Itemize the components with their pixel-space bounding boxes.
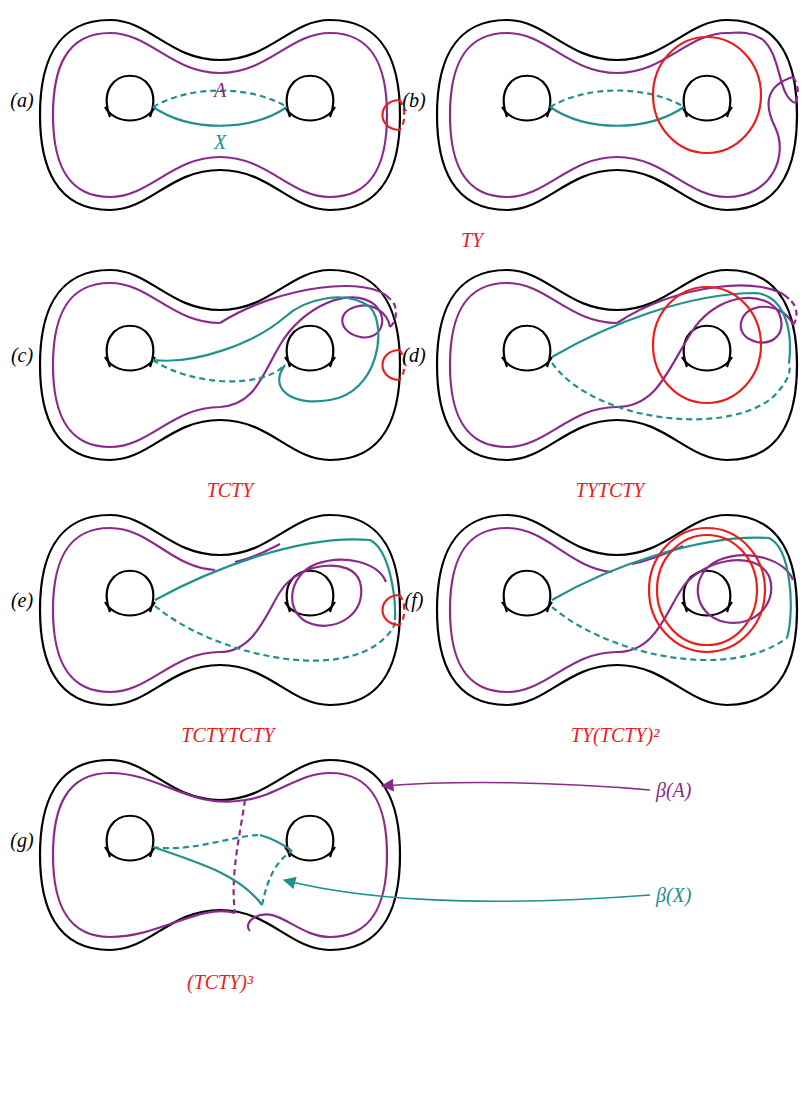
curve-a	[245, 773, 387, 937]
curve-a	[53, 33, 387, 197]
figure-label: (c)	[11, 344, 33, 366]
curve-a-back	[793, 77, 798, 103]
curve-y	[653, 37, 761, 153]
curve-x-back	[262, 851, 292, 905]
curve-a-back	[789, 299, 796, 325]
surface-f	[437, 515, 797, 705]
figure-label: TY	[461, 229, 483, 251]
surface-e	[40, 515, 404, 705]
curve-c	[383, 350, 400, 380]
figure-label: (TCTY)³	[187, 971, 253, 993]
figure-label: (f)	[405, 589, 424, 611]
curve-c	[383, 595, 400, 625]
genus-two-surface	[40, 270, 400, 460]
figure-label: TY(TCTY)²	[571, 724, 659, 746]
figure-label: TCTY	[207, 479, 254, 501]
figure-label: X	[214, 131, 226, 153]
figure-label: TCTYTCTY	[181, 724, 274, 746]
genus-two-surface	[40, 515, 400, 705]
genus-two-surface	[437, 270, 797, 460]
curve-x-back	[155, 606, 395, 661]
curve-x	[552, 293, 790, 363]
figure-label: (e)	[11, 589, 33, 611]
curve-a	[617, 286, 789, 324]
curve-x	[550, 107, 684, 126]
curve-a	[53, 283, 390, 447]
curve-y	[649, 528, 765, 652]
curve-y	[657, 535, 757, 645]
genus-two-surface	[40, 760, 400, 950]
curve-a	[53, 528, 386, 692]
figure-label: (d)	[402, 344, 425, 366]
callout-label: β(A)	[656, 779, 692, 801]
figure-label: (b)	[402, 89, 425, 111]
curve-c-back	[399, 595, 404, 625]
genus-two-surface	[437, 515, 797, 705]
curve-x-back	[550, 91, 684, 108]
curve-a	[450, 283, 793, 447]
curve-a-back	[234, 800, 245, 913]
surface-a	[40, 20, 404, 210]
genus-two-surface	[40, 20, 400, 210]
curve-c	[383, 100, 400, 130]
curve-x	[155, 539, 395, 620]
curve-x	[153, 847, 262, 905]
callout-label: β(X)	[656, 884, 692, 906]
curve-a	[450, 528, 793, 692]
surface-g	[40, 760, 400, 950]
figure-label: (g)	[10, 829, 33, 851]
curve-y	[653, 287, 761, 403]
leader-line	[382, 783, 650, 790]
curve-a	[617, 33, 795, 103]
curve-a	[53, 773, 245, 937]
curve-a	[450, 33, 793, 197]
leader-line	[284, 880, 650, 901]
figure-label: (a)	[10, 89, 33, 111]
figure-label: A	[214, 79, 226, 101]
surface-d	[437, 270, 797, 460]
curve-a-back	[390, 299, 396, 327]
surface-b	[437, 20, 798, 210]
figure-label: TYTCTY	[576, 479, 645, 501]
surface-c	[40, 270, 404, 460]
curve-x	[260, 835, 292, 851]
curve-a	[235, 544, 280, 562]
curve-x-back	[153, 360, 285, 381]
curve-x	[153, 107, 287, 126]
curve-x	[153, 298, 378, 402]
genus-two-surface	[437, 20, 797, 210]
curve-x-back	[153, 835, 260, 848]
